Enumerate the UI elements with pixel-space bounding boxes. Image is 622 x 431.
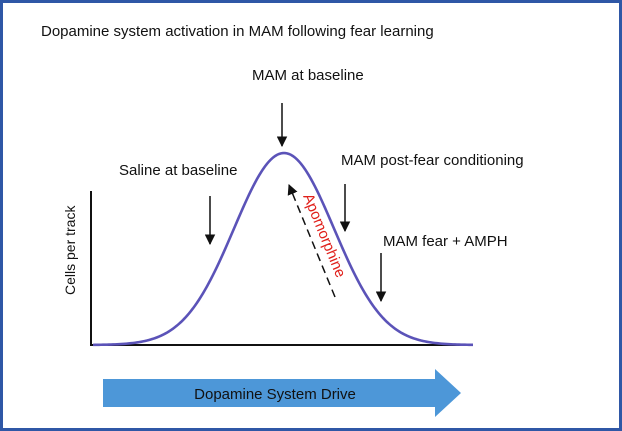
label-saline-baseline: Saline at baseline [119, 162, 237, 179]
y-axis-label: Cells per track [62, 205, 78, 295]
arrow-apomorphine [287, 184, 336, 298]
drive-arrow-label: Dopamine System Drive [194, 386, 356, 403]
label-mam-baseline: MAM at baseline [252, 67, 364, 84]
drive-arrow [103, 369, 461, 417]
label-mam-post-fear: MAM post-fear conditioning [341, 152, 524, 169]
figure-title: Dopamine system activation in MAM follow… [41, 23, 434, 40]
label-mam-fear-amph: MAM fear + AMPH [383, 233, 508, 250]
dopamine-curve-diagram: Dopamine system activation in MAM follow… [41, 23, 524, 417]
bell-curve [92, 151, 474, 347]
